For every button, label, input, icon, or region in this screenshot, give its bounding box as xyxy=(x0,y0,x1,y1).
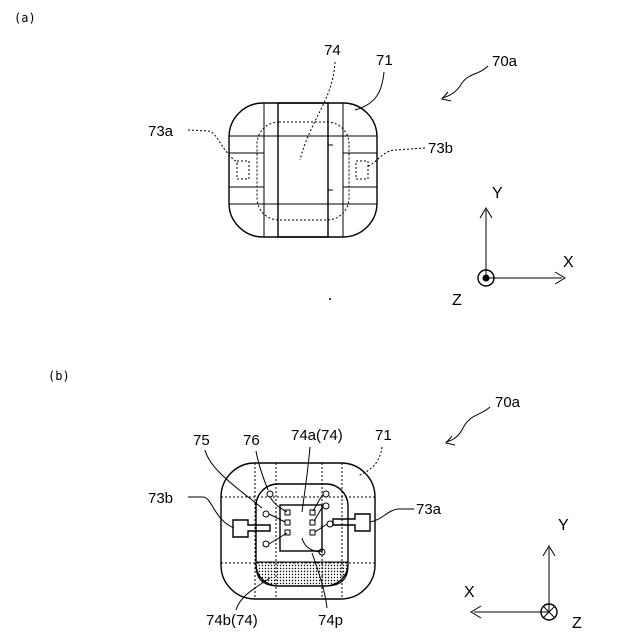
axis-a-z: Z xyxy=(452,292,462,309)
leader-75 xyxy=(205,450,262,508)
label-73a: 73a xyxy=(148,123,174,140)
label-76: 76 xyxy=(243,432,260,449)
leader-74a xyxy=(302,447,310,512)
coil-ring xyxy=(257,122,349,220)
label-74p: 74p xyxy=(318,612,343,629)
leader-76 xyxy=(256,451,268,490)
leader-70a-b xyxy=(446,407,490,442)
panel-a: (a) 74 71 73a 73b xyxy=(14,11,574,309)
leader-73b-b xyxy=(188,497,234,528)
label-73a-b: 73a xyxy=(416,501,442,518)
leader-71 xyxy=(355,72,384,110)
leader-70a xyxy=(442,66,488,98)
label-71-b: 71 xyxy=(375,427,392,444)
package-b xyxy=(221,463,375,599)
label-70a: 70a xyxy=(492,53,518,70)
leader-73a xyxy=(188,130,238,163)
terminal-73a xyxy=(333,514,370,531)
label-71: 71 xyxy=(376,52,393,69)
axis-b-z: Z xyxy=(572,615,582,632)
pad-73b xyxy=(356,161,368,179)
label-70a-b: 70a xyxy=(495,394,521,411)
axes-a: Y X Z xyxy=(452,185,574,309)
leader-71-b xyxy=(358,447,382,476)
chip-74 xyxy=(278,103,328,237)
panel-b-tag: (b) xyxy=(48,369,70,383)
label-74b: 74b(74) xyxy=(206,612,258,629)
terminal-73b xyxy=(233,520,270,537)
package-a-outline xyxy=(229,103,377,237)
label-74a: 74a(74) xyxy=(291,427,343,444)
leader-73a-b xyxy=(370,509,414,522)
label-73b-b: 73b xyxy=(148,490,173,507)
label-74: 74 xyxy=(324,42,341,59)
axes-b: Y X Z xyxy=(464,517,582,632)
label-73b: 73b xyxy=(428,140,453,157)
axis-b-y: Y xyxy=(558,517,569,534)
pad-73a xyxy=(237,161,249,179)
axis-b-x: X xyxy=(464,584,475,601)
axis-a-x: X xyxy=(563,254,574,271)
package-a xyxy=(229,103,377,237)
panel-b: (b) xyxy=(48,369,582,632)
axis-a-y: Y xyxy=(492,185,503,202)
panel-a-tag: (a) xyxy=(14,11,36,25)
chip-74b-region xyxy=(256,562,348,586)
label-75: 75 xyxy=(193,432,210,449)
